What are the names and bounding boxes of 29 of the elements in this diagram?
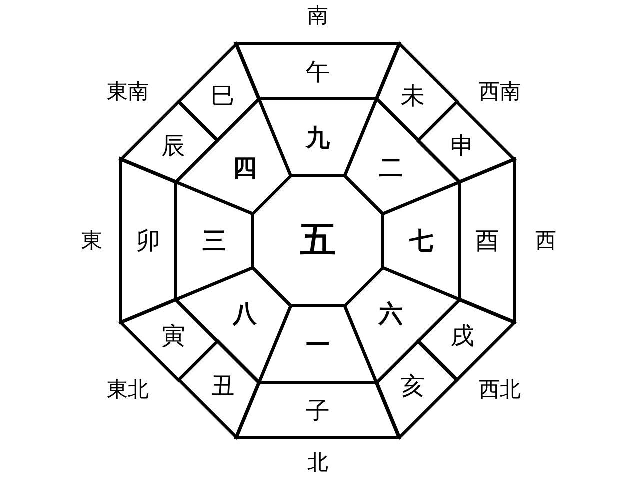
branch-character: 辰 (161, 134, 186, 158)
branch-character: 申 (450, 134, 475, 158)
star-numeral: 八 (232, 302, 257, 326)
branch-character: 寅 (161, 324, 186, 348)
center-numeral: 五 (300, 223, 336, 259)
branch-character: 亥 (401, 374, 426, 398)
branch-character: 巳 (210, 84, 235, 108)
star-numeral: 二 (379, 156, 404, 180)
star-numeral: 六 (379, 302, 404, 326)
direction-label: 南 (308, 6, 328, 26)
direction-label: 西北 (479, 380, 521, 400)
direction-label: 西南 (479, 82, 521, 102)
branch-character: 未 (401, 84, 426, 108)
direction-label: 東北 (107, 380, 149, 400)
direction-label: 北 (308, 452, 328, 474)
branch-character: 酉 (476, 228, 500, 253)
branch-character: 卯 (136, 228, 160, 253)
direction-label: 東 (82, 230, 102, 252)
branch-character: 丑 (210, 374, 235, 398)
direction-label: 西 (536, 230, 556, 252)
star-numeral: 九 (306, 126, 330, 150)
branch-character: 子 (306, 398, 330, 422)
branch-character: 午 (306, 60, 330, 84)
star-numeral: 三 (202, 228, 226, 253)
direction-label: 東南 (107, 82, 149, 102)
branch-character: 戌 (450, 324, 475, 348)
star-numeral: 一 (306, 332, 330, 356)
star-numeral: 四 (232, 156, 257, 180)
star-numeral: 七 (410, 228, 434, 253)
